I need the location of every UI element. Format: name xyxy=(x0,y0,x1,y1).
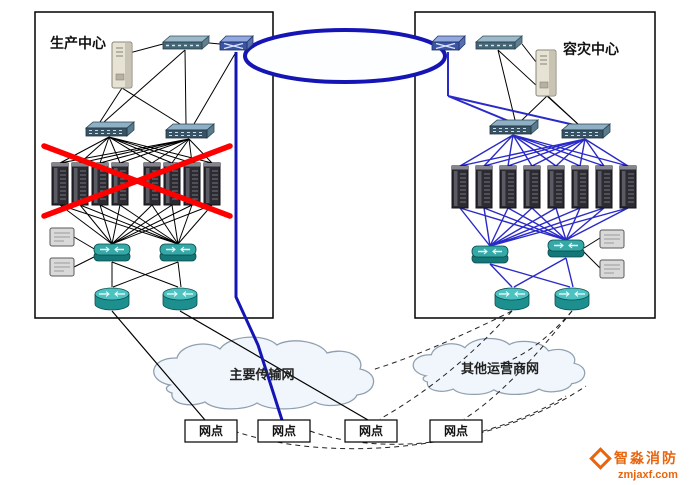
production-router-1-icon xyxy=(94,287,130,311)
backup-link-4 xyxy=(463,310,573,420)
production-server-to-access-links xyxy=(59,204,213,245)
production-wan-switch-icon xyxy=(219,35,254,51)
disaster-server-7-icon xyxy=(595,165,613,209)
disaster-storage-box-2-icon xyxy=(599,259,625,279)
branch-label-3: 网点 xyxy=(359,423,383,438)
production-core-switch-1-icon xyxy=(85,121,135,137)
main-transport-label: 主要传输网 xyxy=(229,367,294,382)
disaster-router-2-icon xyxy=(554,287,590,311)
disaster-access-switch-1-icon xyxy=(471,245,509,264)
production-core-switch-2-icon xyxy=(165,123,215,139)
production-router-2-icon xyxy=(162,287,198,311)
branch-box-2 xyxy=(257,419,311,443)
disaster-tower-server-icon xyxy=(535,49,557,97)
disaster-active-links xyxy=(447,52,629,288)
disaster-router-1-icon xyxy=(494,287,530,311)
disaster-server-4-icon xyxy=(523,165,541,209)
watermark-logo-icon xyxy=(589,447,612,470)
watermark-site: zmjaxf.com xyxy=(618,469,678,481)
backup-dashed-links xyxy=(233,310,587,450)
disaster-core-switch-1-icon xyxy=(489,119,539,135)
watermark: 智淼消防 zmjaxf.com xyxy=(589,447,678,481)
branch-box-1 xyxy=(184,419,238,443)
backup-link-5 xyxy=(233,395,567,450)
branch-box-3 xyxy=(344,419,398,443)
disaster-access-switch-2-icon xyxy=(547,239,585,258)
watermark-brand: 智淼消防 xyxy=(613,450,678,466)
disaster-storage-box-1-icon xyxy=(599,229,625,249)
production-storage-box-2-icon xyxy=(49,257,75,277)
disaster-server-1-icon xyxy=(451,165,469,209)
disaster-center-label: 容灾中心 xyxy=(562,41,619,57)
production-server-1-icon xyxy=(51,162,69,206)
branch-label-4: 网点 xyxy=(444,423,468,438)
other-carriers-label: 其他运营商网 xyxy=(461,361,539,376)
failover-trunk-link xyxy=(234,52,284,421)
disaster-server-2-icon xyxy=(475,165,493,209)
backup-link-2 xyxy=(503,310,573,364)
disaster-access-to-router-links xyxy=(489,257,574,288)
disaster-server-6-icon xyxy=(571,165,589,209)
disaster-wan-to-core-links xyxy=(447,52,580,127)
production-access-to-router-links xyxy=(73,236,182,288)
production-server-8-icon xyxy=(203,162,221,206)
production-lan-switch-icon xyxy=(162,35,210,50)
core-interconnect-ring xyxy=(243,28,447,84)
disaster-server-5-icon xyxy=(547,165,565,209)
disaster-lan-switch-icon xyxy=(475,35,523,50)
production-core-to-server-links xyxy=(59,136,213,164)
production-to-branch-links xyxy=(111,310,369,421)
branch-label-1: 网点 xyxy=(199,423,223,438)
disaster-wan-switch-icon xyxy=(431,35,466,51)
failure-cross-icon xyxy=(41,143,233,219)
production-access-switch-1-icon xyxy=(93,243,131,262)
backup-link-3 xyxy=(379,310,513,420)
branch-box-4 xyxy=(429,419,483,443)
disaster-core-to-server-links xyxy=(459,134,629,167)
disaster-server-3-icon xyxy=(499,165,517,209)
production-tower-server-icon xyxy=(111,41,133,89)
disaster-server-to-access-links xyxy=(459,207,629,247)
production-storage-box-1-icon xyxy=(49,227,75,247)
branch-nodes: 网点 网点 网点 网点 xyxy=(184,419,483,443)
disaster-server-8-icon xyxy=(619,165,637,209)
production-center-label: 生产中心 xyxy=(50,35,106,51)
production-top-links xyxy=(99,42,237,125)
production-access-switch-2-icon xyxy=(159,243,197,262)
branch-label-2: 网点 xyxy=(272,423,296,438)
backup-link-1 xyxy=(371,310,513,371)
production-links xyxy=(59,42,237,288)
disaster-core-switch-2-icon xyxy=(561,123,611,139)
